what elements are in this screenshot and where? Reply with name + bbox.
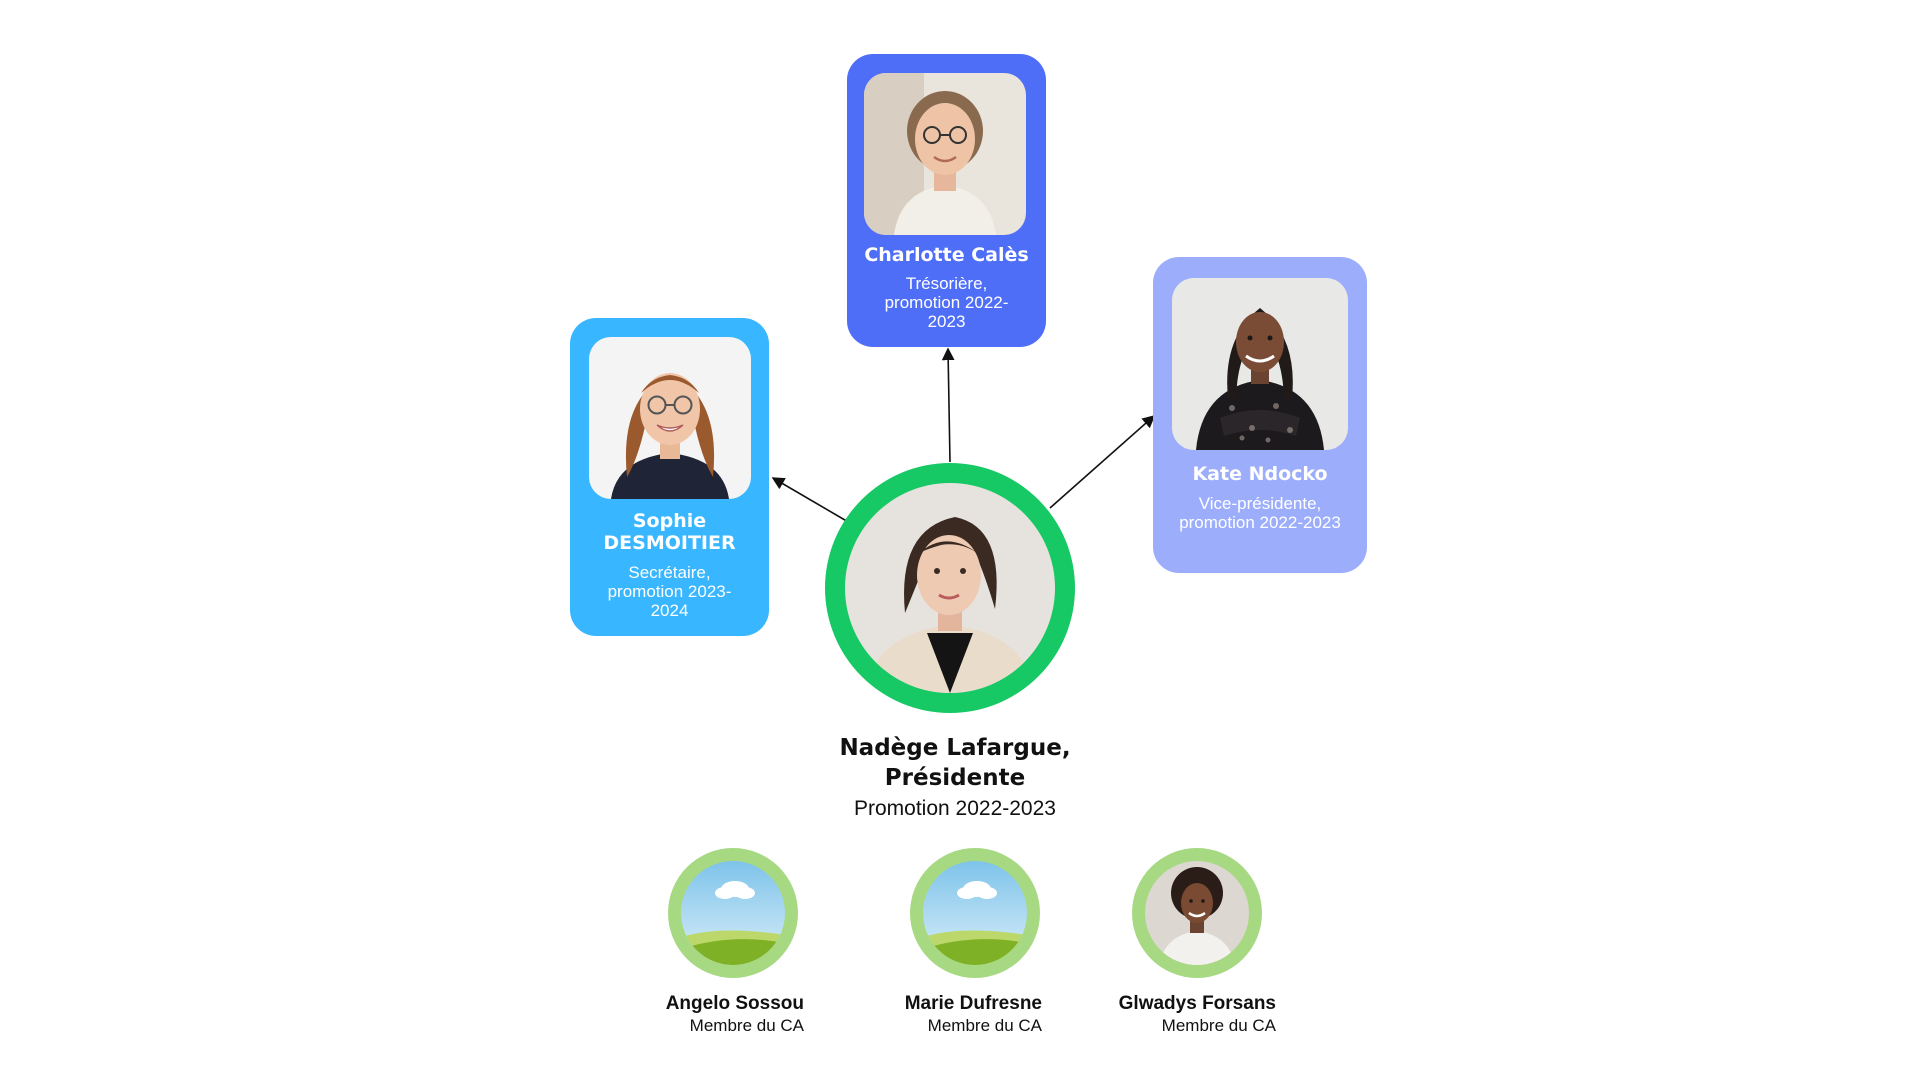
member-role: Membre du CA xyxy=(1161,1016,1276,1035)
card-role: Secrétaire, promotion 2023-2024 xyxy=(607,563,732,620)
member-avatar-angelo xyxy=(668,848,798,978)
president-name-line2: Présidente xyxy=(884,765,1026,791)
portrait-photo-glwadys xyxy=(1145,861,1249,965)
member-role: Membre du CA xyxy=(689,1016,804,1035)
member-avatar-marie xyxy=(910,848,1040,978)
card-name: Sophie DESMOITIER xyxy=(603,510,736,554)
arrow-to-sophie xyxy=(771,477,851,524)
portrait-photo-charlotte xyxy=(864,73,1026,235)
president-name-line1: Nadège Lafargue, xyxy=(839,735,1071,761)
arrow-to-charlotte xyxy=(941,347,955,463)
president-promotion: Promotion 2022-2023 xyxy=(854,797,1056,820)
person-icon xyxy=(864,73,1026,235)
portrait-photo-kate xyxy=(1172,278,1348,450)
board-card-sophie: Sophie DESMOITIER Secrétaire, promotion … xyxy=(570,318,769,636)
person-icon xyxy=(1145,861,1249,965)
person-icon xyxy=(589,337,751,499)
arrow-to-kate xyxy=(1049,414,1156,509)
president-avatar-ring xyxy=(825,463,1075,713)
board-card-charlotte: Charlotte Calès Trésorière, promotion 20… xyxy=(847,54,1046,347)
card-name: Charlotte Calès xyxy=(864,244,1029,266)
board-card-kate: Kate Ndocko Vice-présidente, promotion 2… xyxy=(1153,257,1367,573)
member-name: Marie Dufresne xyxy=(904,993,1042,1014)
member-name: Glwadys Forsans xyxy=(1118,993,1276,1014)
president-photo xyxy=(845,483,1055,693)
card-role: Trésorière, promotion 2022-2023 xyxy=(884,274,1009,331)
placeholder-landscape-icon xyxy=(681,861,785,965)
card-role: Vice-présidente, promotion 2022-2023 xyxy=(1179,494,1341,532)
member-caption-marie: Marie Dufresne Membre du CA xyxy=(842,993,1042,1036)
person-icon xyxy=(845,483,1055,693)
member-avatar-glwadys xyxy=(1132,848,1262,978)
president-caption: Nadège Lafargue, Présidente Promotion 20… xyxy=(800,733,1110,823)
member-caption-angelo: Angelo Sossou Membre du CA xyxy=(604,993,804,1036)
placeholder-landscape-icon xyxy=(923,861,1027,965)
card-name: Kate Ndocko xyxy=(1192,463,1328,485)
member-role: Membre du CA xyxy=(927,1016,1042,1035)
member-name: Angelo Sossou xyxy=(665,993,804,1014)
member-caption-glwadys: Glwadys Forsans Membre du CA xyxy=(1076,993,1276,1036)
person-icon xyxy=(1172,278,1348,450)
portrait-photo-sophie xyxy=(589,337,751,499)
